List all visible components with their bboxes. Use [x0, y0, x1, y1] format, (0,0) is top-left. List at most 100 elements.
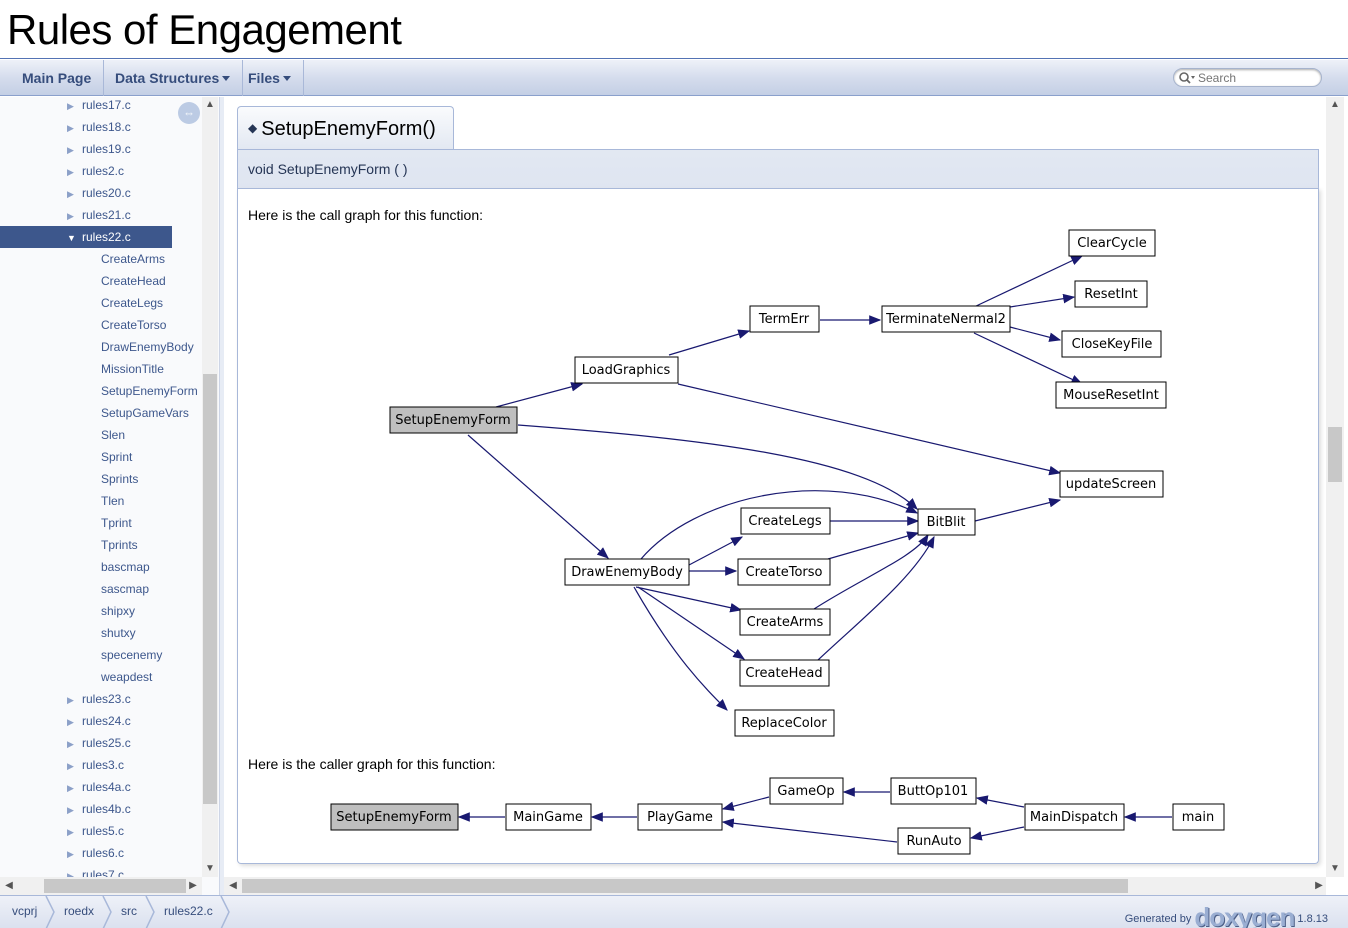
scroll-down-icon[interactable]: ▼ [205, 863, 215, 874]
tree-member-item[interactable]: weapdest [101, 666, 152, 688]
tree-member-item[interactable]: Tprints [101, 534, 138, 556]
expand-triangle-icon[interactable]: ▶ [67, 717, 74, 727]
expand-triangle-icon[interactable]: ▶ [67, 189, 74, 199]
tree-file-item[interactable]: ▶rules17.c [0, 97, 172, 116]
splitter-bar[interactable] [220, 97, 224, 895]
graph-node[interactable]: ResetInt [1074, 280, 1148, 308]
nav-data-structures[interactable]: Data Structures [103, 60, 244, 96]
tree-file-item[interactable]: ▶rules23.c [0, 688, 172, 710]
graph-node[interactable]: ButtOp101 [890, 777, 977, 805]
search-box[interactable] [1173, 68, 1322, 87]
graph-node[interactable]: BitBlit [917, 508, 976, 536]
doxygen-logo[interactable]: doxygen [1194, 902, 1295, 928]
graph-node[interactable]: CreateHead [739, 659, 830, 687]
scroll-left-icon[interactable]: ◀ [5, 880, 13, 891]
graph-node[interactable]: TermErr [749, 305, 820, 333]
tree-file-item[interactable]: ▶rules4b.c [0, 798, 172, 820]
content-scroll-thumb[interactable] [1328, 427, 1342, 482]
tree-file-item[interactable]: ▶rules3.c [0, 754, 172, 776]
nav-main-page[interactable]: Main Page [10, 60, 105, 96]
graph-node[interactable]: CloseKeyFile [1061, 330, 1162, 358]
expand-triangle-icon[interactable]: ▶ [67, 805, 74, 815]
expand-triangle-icon[interactable]: ▶ [67, 761, 74, 771]
graph-node[interactable]: ReplaceColor [734, 709, 835, 737]
tree-member-item[interactable]: Slen [101, 424, 125, 446]
tree-member-item[interactable]: Sprint [101, 446, 132, 468]
graph-node[interactable]: CreateArms [739, 608, 831, 636]
tree-member-item[interactable]: bascmap [101, 556, 150, 578]
tree-member-item[interactable]: CreateArms [101, 248, 165, 270]
graph-node[interactable]: TerminateNermal2 [881, 305, 1011, 333]
graph-node[interactable]: MainGame [505, 803, 592, 831]
tree-member-item[interactable]: sascmap [101, 578, 149, 600]
tree-member-item[interactable]: specenemy [101, 644, 162, 666]
graph-node[interactable]: updateScreen [1059, 470, 1164, 498]
collapse-triangle-icon[interactable]: ▼ [67, 233, 76, 243]
breadcrumb-item[interactable]: src [121, 904, 137, 918]
tree-member-item[interactable]: CreateTorso [101, 314, 166, 336]
nav-files[interactable]: Files [236, 60, 304, 96]
tree-member-item[interactable]: CreateLegs [101, 292, 163, 314]
tree-file-item[interactable]: ▼rules22.c [0, 226, 172, 248]
tree-file-item[interactable]: ▶rules24.c [0, 710, 172, 732]
expand-triangle-icon[interactable]: ▶ [67, 695, 74, 705]
tree-file-item[interactable]: ▶rules25.c [0, 732, 172, 754]
breadcrumb-item[interactable]: rules22.c [164, 904, 213, 918]
sidebar-scroll-thumb[interactable] [203, 374, 217, 804]
tree-member-item[interactable]: Sprints [101, 468, 138, 490]
expand-triangle-icon[interactable]: ▶ [67, 827, 74, 837]
tree-member-item[interactable]: Tlen [101, 490, 124, 512]
breadcrumb-item[interactable]: roedx [64, 904, 95, 918]
expand-triangle-icon[interactable]: ▶ [67, 211, 74, 221]
expand-triangle-icon[interactable]: ▶ [67, 871, 74, 881]
expand-triangle-icon[interactable]: ▶ [67, 849, 74, 859]
search-icon[interactable] [1178, 71, 1196, 85]
tree-file-item[interactable]: ▶rules5.c [0, 820, 172, 842]
sidebar-horizontal-scrollbar[interactable]: ◀ ▶ [0, 877, 202, 895]
sidebar-vertical-scrollbar[interactable]: ▲ ▼ [202, 97, 218, 877]
tree-member-item[interactable]: CreateHead [101, 270, 166, 292]
tree-member-item[interactable]: DrawEnemyBody [101, 336, 194, 358]
expand-triangle-icon[interactable]: ▶ [67, 145, 74, 155]
graph-node[interactable]: DrawEnemyBody [564, 558, 690, 586]
sidebar-hscroll-thumb[interactable] [44, 879, 186, 893]
tree-file-item[interactable]: ▶rules21.c [0, 204, 172, 226]
tree-member-item[interactable]: SetupEnemyForm [101, 380, 198, 402]
content-horizontal-scrollbar[interactable]: ◀ ▶ [224, 877, 1326, 895]
graph-node[interactable]: CreateLegs [740, 507, 831, 535]
sync-arrows-icon[interactable]: ⇔ [178, 102, 200, 124]
tree-file-item[interactable]: ▶rules18.c [0, 116, 172, 138]
scroll-up-icon[interactable]: ▲ [1330, 99, 1340, 110]
expand-triangle-icon[interactable]: ▶ [67, 783, 74, 793]
tree-member-item[interactable]: SetupGameVars [101, 402, 189, 424]
content-vertical-scrollbar[interactable]: ▲ ▼ [1326, 97, 1344, 877]
breadcrumb-item[interactable]: vcprj [12, 904, 38, 918]
graph-node[interactable]: SetupEnemyForm [389, 406, 518, 434]
expand-triangle-icon[interactable]: ▶ [67, 167, 74, 177]
tree-member-item[interactable]: shutxy [101, 622, 136, 644]
tree-file-item[interactable]: ▶rules19.c [0, 138, 172, 160]
graph-node[interactable]: RunAuto [897, 827, 971, 855]
graph-node[interactable]: GameOp [769, 777, 844, 805]
tree-file-item[interactable]: ▶rules4a.c [0, 776, 172, 798]
graph-node[interactable]: MainDispatch [1024, 803, 1125, 831]
scroll-right-icon[interactable]: ▶ [1315, 880, 1323, 891]
scroll-up-icon[interactable]: ▲ [205, 99, 215, 110]
expand-triangle-icon[interactable]: ▶ [67, 123, 74, 133]
scroll-left-icon[interactable]: ◀ [229, 880, 237, 891]
tree-file-item[interactable]: ▶rules20.c [0, 182, 172, 204]
tree-file-item[interactable]: ▶rules6.c [0, 842, 172, 864]
graph-node[interactable]: PlayGame [637, 803, 723, 831]
scroll-right-icon[interactable]: ▶ [189, 880, 197, 891]
tree-member-item[interactable]: shipxy [101, 600, 135, 622]
search-input[interactable] [1198, 70, 1316, 85]
graph-node[interactable]: MouseResetInt [1055, 381, 1167, 409]
tree-member-item[interactable]: MissionTitle [101, 358, 164, 380]
tree-file-item[interactable]: ▶rules2.c [0, 160, 172, 182]
content-hscroll-thumb[interactable] [242, 879, 1128, 893]
graph-node[interactable]: SetupEnemyForm [330, 803, 459, 831]
graph-node[interactable]: ClearCycle [1068, 229, 1156, 257]
expand-triangle-icon[interactable]: ▶ [67, 101, 74, 111]
expand-triangle-icon[interactable]: ▶ [67, 739, 74, 749]
scroll-down-icon[interactable]: ▼ [1330, 863, 1340, 874]
